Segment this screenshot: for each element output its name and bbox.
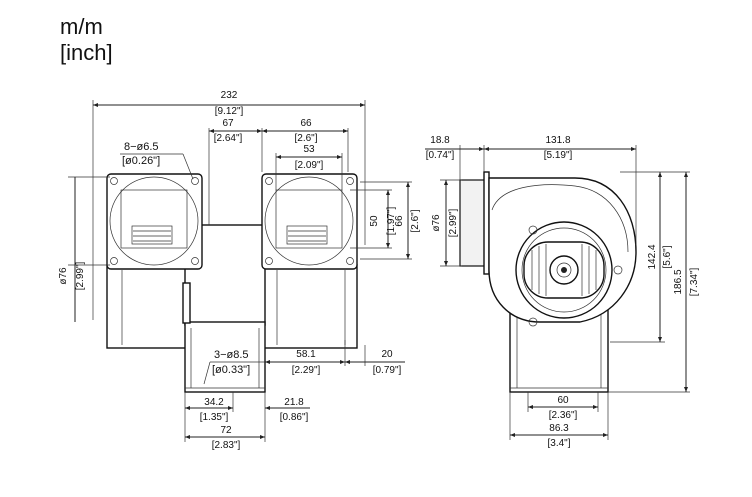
- left-inlet-ring: [109, 176, 199, 266]
- right-damper: [286, 225, 328, 245]
- dim-holes-front-mm: 8−ø6.5: [124, 141, 159, 153]
- right-inlet-opening: [275, 189, 343, 249]
- dim-base-b-mm: 21.8: [284, 397, 304, 408]
- cable-bracket: [182, 282, 191, 324]
- dim-flange-w-in: [2.6"]: [294, 133, 317, 144]
- dim-side-w-in: [5.19"]: [544, 150, 573, 161]
- right-lower-housing: [261, 264, 358, 349]
- dim-foot-w-mm: 60: [557, 395, 569, 406]
- dim-base-b-in: [0.86"]: [280, 412, 309, 423]
- dim-base-a-mm: 34.2: [204, 397, 224, 408]
- dim-side-off-mm: 58.1: [296, 349, 316, 360]
- dim-side-dia-mm: ø76: [431, 214, 442, 232]
- dim-center-h-mm: 142.4: [647, 244, 658, 269]
- front-view: 232 [9.12"] 67 [2.64"] 66 [2.6"] 53 [2.0…: [58, 90, 421, 451]
- inlet-flange: [483, 171, 490, 275]
- right-flange-hole: [346, 257, 354, 265]
- dim-ring-depth-mm: 18.8: [430, 135, 450, 146]
- left-flange-hole: [110, 177, 118, 185]
- dim-holes-front-in: [ø0.26"]: [122, 155, 160, 167]
- dim-center-h-in: [5.6"]: [662, 245, 673, 268]
- left-flange-hole: [110, 257, 118, 265]
- side-view: 18.8 [0.74"] 131.8 [5.19"] ø76 [2.99"] 1…: [425, 135, 700, 449]
- dim-side-off-in: [2.29"]: [292, 365, 321, 376]
- dim-flange-h-in: [2.6"]: [410, 209, 421, 232]
- dim-flange-w-mm: 66: [300, 118, 312, 129]
- dim-overall-mm: 232: [221, 90, 238, 101]
- dim-outlet-w-mm: 86.3: [549, 423, 569, 434]
- dim-flange-h-mm: 66: [394, 215, 405, 227]
- units-metric: m/m: [60, 14, 103, 39]
- dim-holes-base-mm: 3−ø8.5: [214, 349, 249, 361]
- dim-total-h-mm: 186.5: [673, 269, 684, 294]
- dim-base-w-in: [2.83"]: [212, 440, 241, 451]
- dim-inlet-dia-mm: ø76: [58, 267, 69, 285]
- units-legend: m/m [inch]: [60, 14, 113, 66]
- dim-opening-h-in: [1.97"]: [386, 206, 397, 235]
- dim-overall-in: [9.12"]: [215, 106, 244, 117]
- screw: [528, 317, 538, 327]
- right-inlet-flange: [261, 173, 358, 270]
- left-damper: [131, 225, 173, 245]
- dim-side-w-mm: 131.8: [545, 135, 570, 146]
- dim-opening-w-mm: 53: [303, 144, 315, 155]
- dim-end-off-mm: 20: [381, 349, 393, 360]
- dim-base-a-in: [1.35"]: [200, 412, 229, 423]
- dim-total-h-in: [7.34"]: [689, 267, 700, 296]
- left-inlet-opening: [120, 189, 188, 249]
- left-flange-hole: [191, 177, 199, 185]
- dim-end-off-in: [0.79"]: [373, 365, 402, 376]
- left-flange-hole: [191, 257, 199, 265]
- motor-base: [184, 321, 266, 393]
- dim-inlet-spacing-in: [2.64"]: [214, 133, 243, 144]
- right-flange-hole: [265, 177, 273, 185]
- screw: [528, 225, 538, 235]
- screw: [613, 265, 623, 275]
- units-imperial: [inch]: [60, 40, 113, 65]
- right-flange-hole: [265, 257, 273, 265]
- dim-side-dia-in: [2.99"]: [448, 208, 459, 237]
- dim-outlet-w-in: [3.4"]: [547, 438, 570, 449]
- dim-opening-h-mm: 50: [369, 215, 380, 227]
- dim-foot-w-in: [2.36"]: [549, 410, 578, 421]
- right-inlet-ring: [264, 176, 354, 266]
- dim-opening-w-in: [2.09"]: [295, 160, 324, 171]
- left-inlet-flange: [106, 173, 203, 270]
- dim-holes-base-in: [ø0.33"]: [212, 364, 250, 376]
- dim-base-w-mm: 72: [220, 425, 232, 436]
- dim-inlet-dia-in: [2.99"]: [75, 261, 86, 290]
- right-flange-hole: [346, 177, 354, 185]
- dim-inlet-spacing-mm: 67: [222, 118, 234, 129]
- inlet-ring: [459, 179, 486, 267]
- dim-ring-depth-in: [0.74"]: [426, 150, 455, 161]
